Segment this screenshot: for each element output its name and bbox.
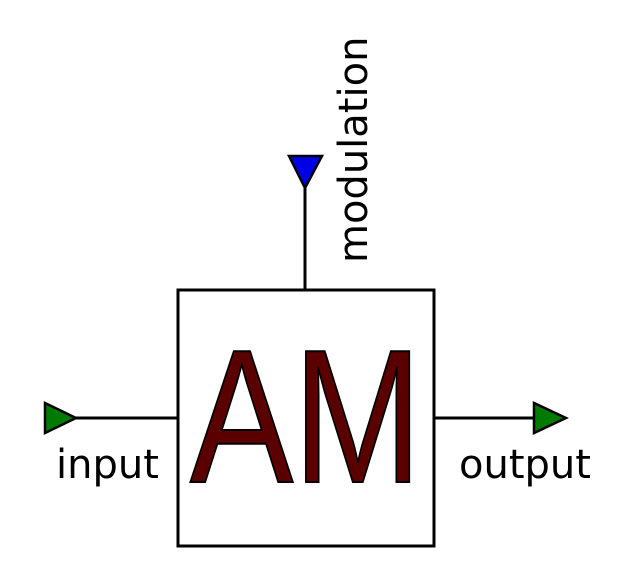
modulation-port-icon[interactable] (286, 154, 325, 191)
output-port-icon[interactable] (532, 401, 569, 435)
output-port-label: output (459, 442, 591, 488)
am-block (176, 288, 436, 548)
input-port-label: input (56, 442, 159, 488)
input-port-icon[interactable] (43, 401, 79, 435)
am-block-label: AM (190, 311, 422, 523)
modulation-port-label: modulation (331, 37, 377, 263)
